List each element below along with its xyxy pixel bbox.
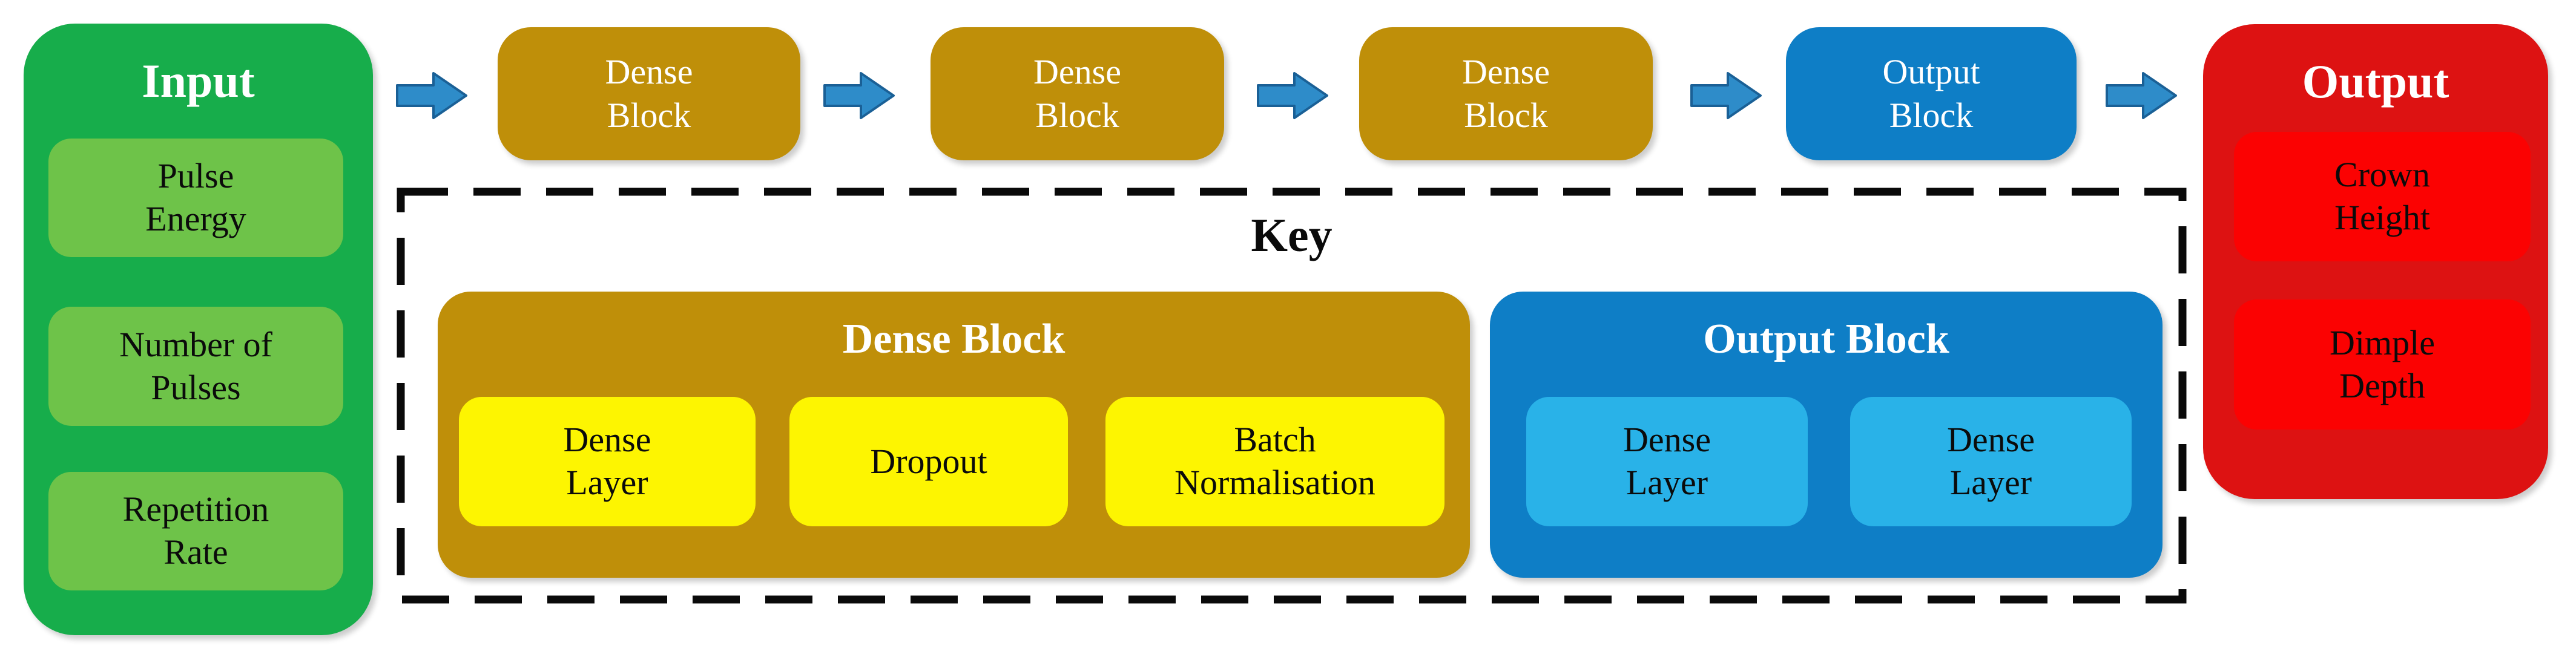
right-arrow-icon bbox=[823, 72, 895, 119]
key-legend-box: Key Dense Block Dense Layer Dropout Batc… bbox=[397, 188, 2187, 604]
flow-block-label: Dense Block bbox=[1462, 51, 1550, 136]
output-item-dimple-depth: Dimple Depth bbox=[2234, 299, 2531, 430]
output-column-title: Output bbox=[2302, 55, 2449, 108]
legend-item-label: Dense Layer bbox=[1623, 420, 1711, 502]
legend-dense-block: Dense Block Dense Layer Dropout Batch No… bbox=[438, 292, 1470, 578]
input-item-label: Repetition Rate bbox=[122, 489, 269, 572]
flow-block-label: Dense Block bbox=[1033, 51, 1121, 136]
output-item-label: Crown Height bbox=[2334, 155, 2430, 237]
output-item-label: Dimple Depth bbox=[2330, 322, 2435, 405]
legend-item-dropout: Dropout bbox=[789, 397, 1068, 526]
right-arrow-icon bbox=[2106, 72, 2177, 119]
input-item-label: Number of Pulses bbox=[119, 324, 272, 407]
legend-item-dense-layer-1: Dense Layer bbox=[1526, 397, 1808, 526]
legend-output-block-title: Output Block bbox=[1703, 316, 1949, 362]
legend-item-label: Batch Normalisation bbox=[1174, 420, 1375, 502]
input-item-pulse-energy: Pulse Energy bbox=[48, 139, 343, 257]
right-arrow-icon bbox=[1257, 72, 1328, 119]
flow-block-label: Output Block bbox=[1882, 51, 1980, 136]
right-arrow-icon bbox=[396, 72, 467, 119]
output-column-block: Output Crown Height Dimple Depth bbox=[2203, 24, 2548, 499]
input-item-repetition-rate: Repetition Rate bbox=[48, 472, 343, 590]
legend-item-dense-layer: Dense Layer bbox=[459, 397, 756, 526]
key-title: Key bbox=[1251, 209, 1332, 261]
input-column-title: Input bbox=[142, 54, 255, 107]
dashed-border bbox=[397, 188, 2187, 604]
legend-item-label: Dense Layer bbox=[1947, 420, 2035, 502]
flow-dense-block-3: Dense Block bbox=[1359, 27, 1653, 160]
flow-dense-block-2: Dense Block bbox=[931, 27, 1224, 160]
legend-item-batch-normalisation: Batch Normalisation bbox=[1105, 397, 1444, 526]
input-item-label: Pulse Energy bbox=[145, 156, 246, 238]
legend-dense-block-title: Dense Block bbox=[842, 316, 1066, 362]
flow-output-block: Output Block bbox=[1786, 27, 2077, 160]
output-item-crown-height: Crown Height bbox=[2234, 132, 2531, 261]
input-column-block: Input Pulse Energy Number of Pulses Repe… bbox=[24, 24, 373, 635]
legend-item-dense-layer-2: Dense Layer bbox=[1850, 397, 2132, 526]
right-arrow-icon bbox=[1690, 72, 1762, 119]
input-item-number-of-pulses: Number of Pulses bbox=[48, 307, 343, 426]
legend-item-label: Dense Layer bbox=[563, 420, 651, 502]
legend-item-label: Dropout bbox=[870, 441, 987, 481]
legend-output-block: Output Block Dense Layer Dense Layer bbox=[1490, 292, 2163, 578]
flow-block-label: Dense Block bbox=[605, 51, 693, 136]
flow-dense-block-1: Dense Block bbox=[498, 27, 800, 160]
